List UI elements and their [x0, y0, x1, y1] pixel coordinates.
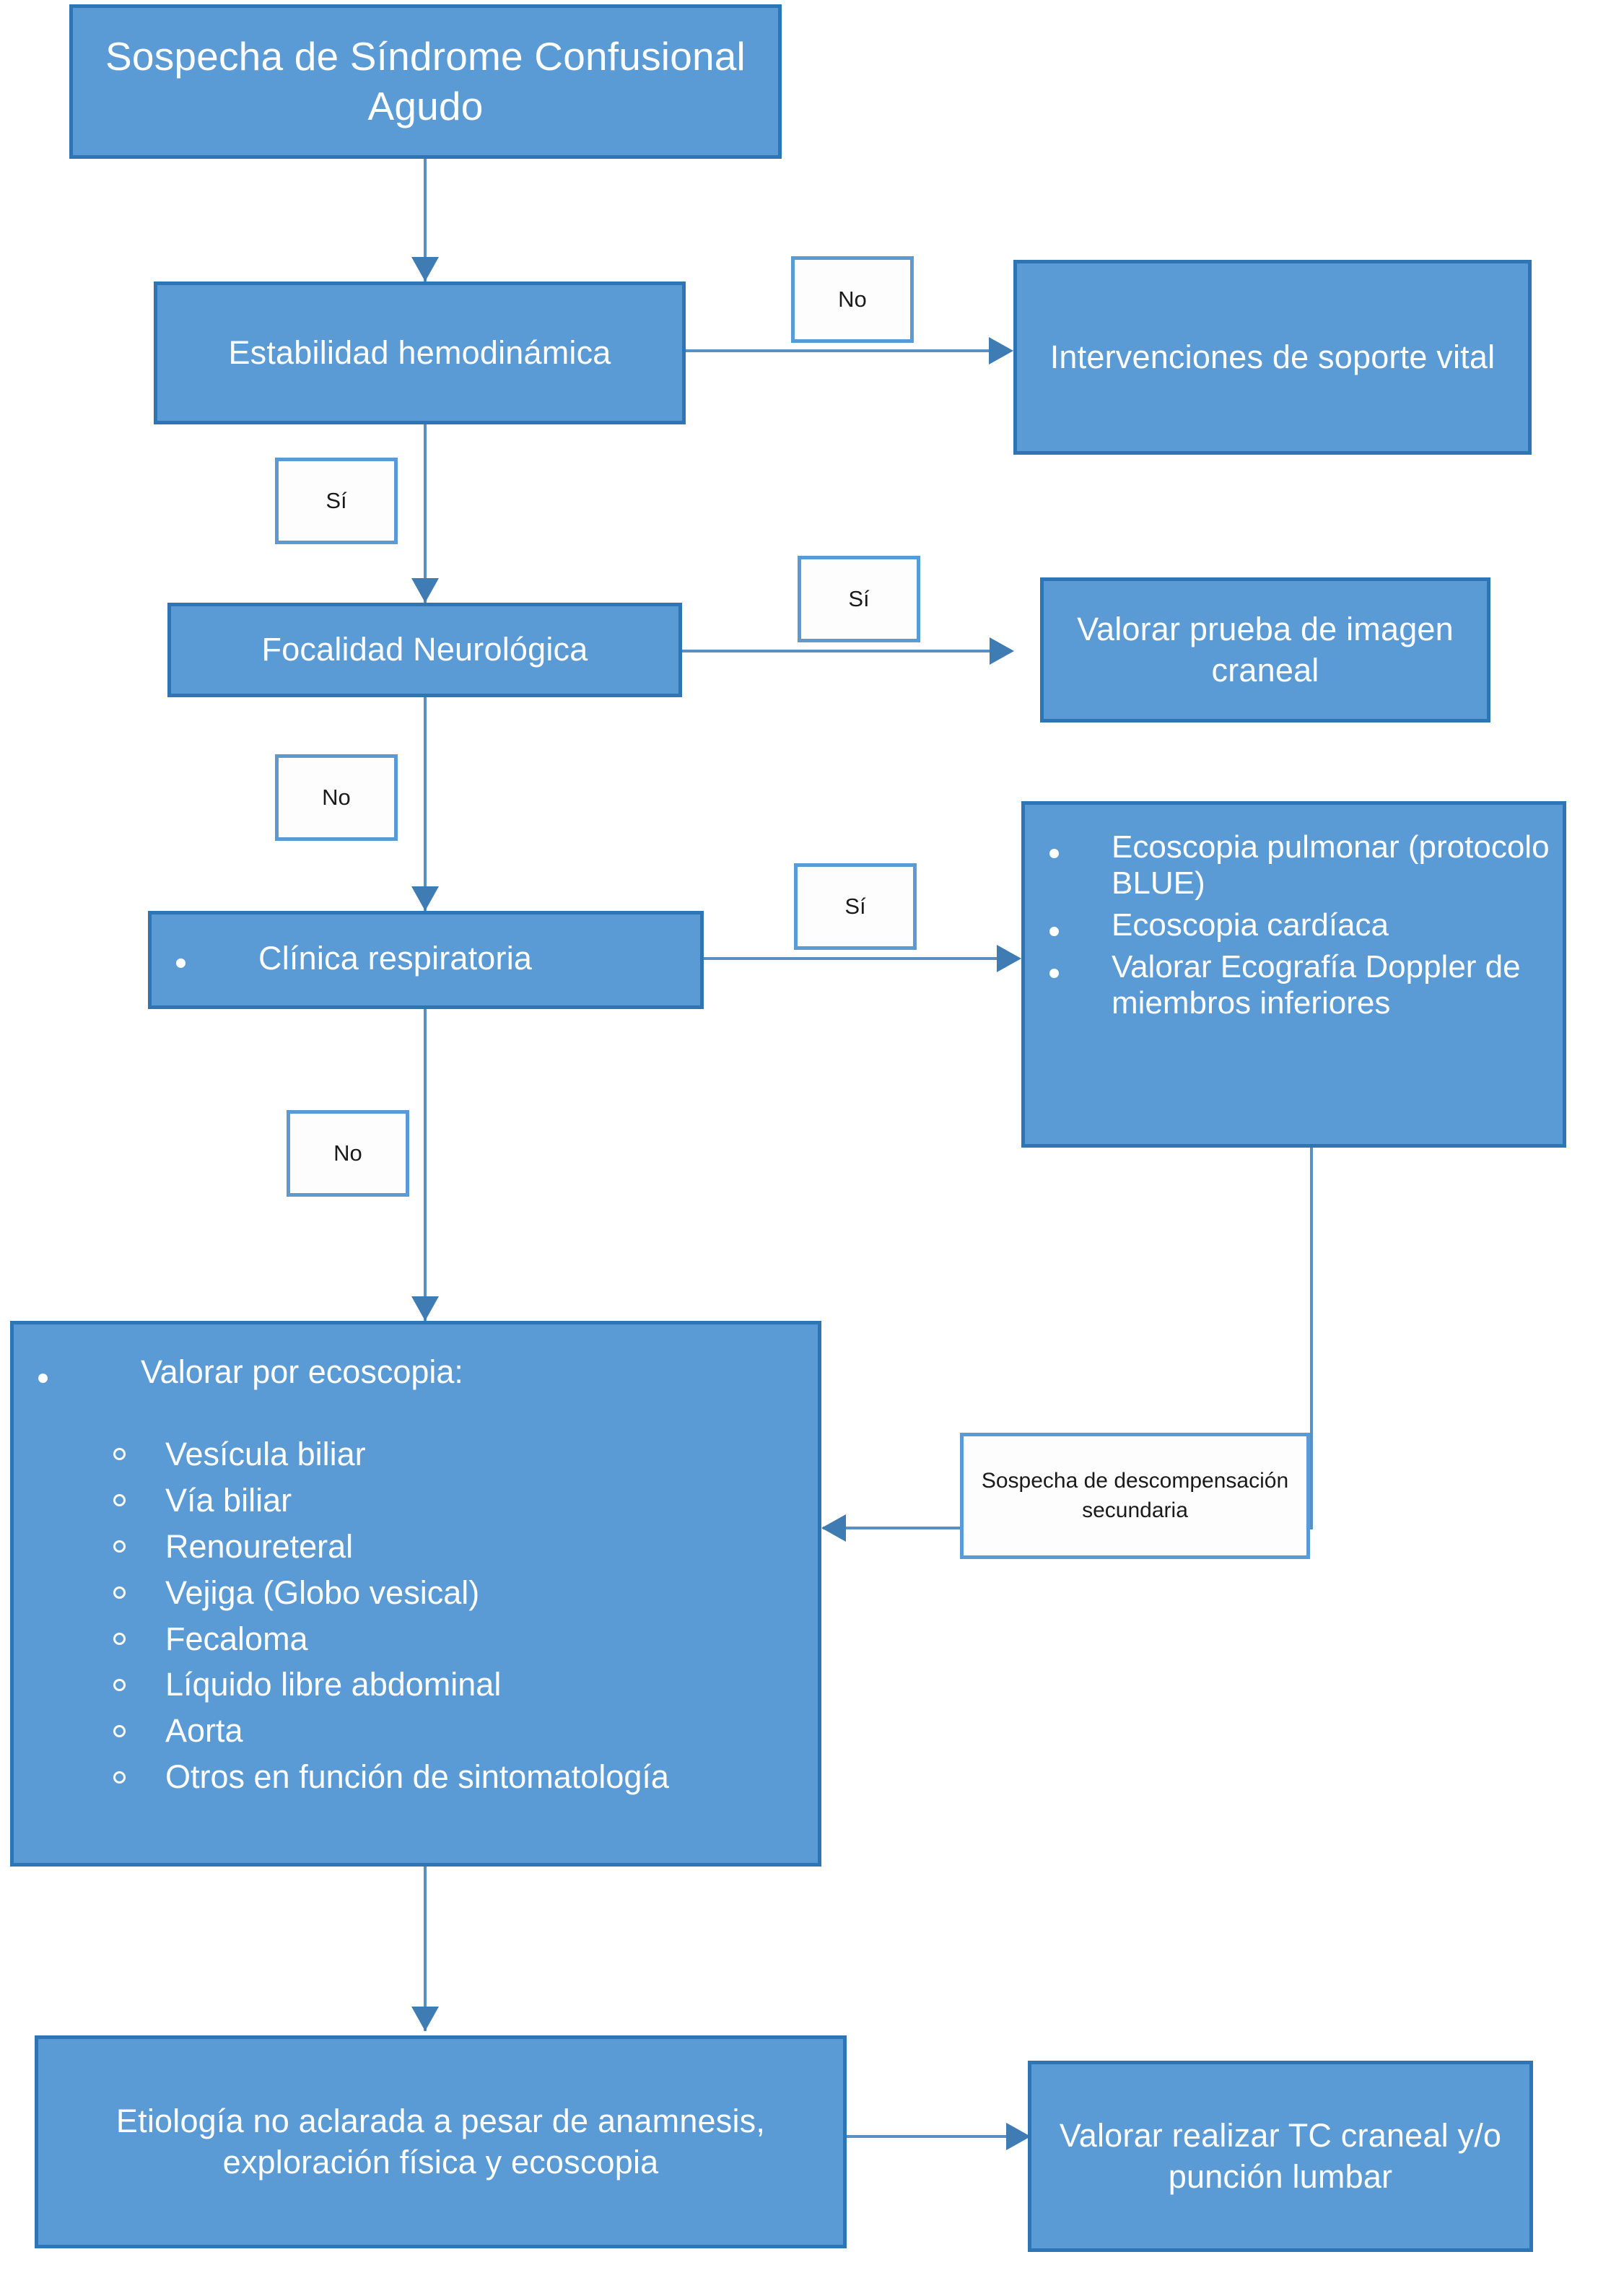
connector-titulo-estabilidad: [424, 159, 427, 281]
arrowhead-etiologia-tc: [1006, 2123, 1031, 2150]
list-item: Vía biliar: [14, 1477, 818, 1524]
ecoscopia-respiratoria-list: Ecoscopia pulmonar (protocolo BLUE) Ecos…: [1025, 829, 1563, 1024]
list-item: Fecaloma: [14, 1616, 818, 1662]
edge-label-text: Sí: [326, 488, 347, 513]
node-valorar-prueba-imagen-craneal[interactable]: Valorar prueba de imagen craneal: [1040, 577, 1490, 723]
arrowhead-estabilidad-focalidad: [411, 578, 439, 603]
arrowhead-focalidad-imagen: [990, 637, 1014, 665]
list-item: Vejiga (Globo vesical): [14, 1570, 818, 1616]
edge-label-text: Sí: [844, 894, 866, 919]
arrowhead-focalidad-respiratoria: [411, 886, 439, 911]
edge-label-respiratoria-si: Sí: [794, 863, 917, 950]
connector-estabilidad-focalidad: [424, 424, 427, 603]
list-item: Aorta: [14, 1708, 818, 1754]
arrowhead-respiratoria-ecoscopia: [997, 945, 1021, 972]
edge-label-text: No: [838, 287, 867, 312]
list-item: Vesícula biliar: [14, 1431, 818, 1477]
node-valorar-por-ecoscopia[interactable]: Valorar por ecoscopia: Vesícula biliar V…: [10, 1321, 821, 1867]
connector-respiratoria-ecoscopia: [704, 957, 1000, 960]
connector-estabilidad-soporte: [686, 349, 992, 352]
list-item: Valorar Ecografía Doppler de miembros in…: [1025, 949, 1563, 1021]
valorar-ecoscopia-sublist: Vesícula biliar Vía biliar Renoureteral …: [14, 1431, 818, 1800]
edge-label-estabilidad-no: No: [791, 256, 914, 343]
arrowhead-descompensacion-valorar: [821, 1514, 846, 1542]
connector-ecoscopia-descompensacion-vertical: [1310, 1148, 1313, 1528]
node-etiologia-no-aclarada[interactable]: Etiología no aclarada a pesar de anamnes…: [35, 2035, 847, 2248]
node-valorar-prueba-imagen-craneal-label: Valorar prueba de imagen craneal: [1077, 611, 1454, 689]
list-item-heading: Valorar por ecoscopia:: [14, 1353, 818, 1391]
node-clinica-respiratoria[interactable]: Clínica respiratoria: [148, 911, 704, 1009]
node-valorar-tc-craneal-label: Valorar realizar TC craneal y/o punción …: [1059, 2117, 1502, 2195]
list-item: Clínica respiratoria: [152, 938, 700, 979]
connector-respiratoria-valorar: [424, 1009, 427, 1321]
list-item: Otros en función de sintomatología: [14, 1754, 818, 1800]
edge-label-focalidad-no: No: [275, 754, 398, 841]
edge-label-text: No: [322, 785, 351, 810]
node-sospecha-descompensacion-label: Sospecha de descompensación secundaria: [981, 1469, 1289, 1522]
connector-valorar-etiologia: [424, 1867, 427, 2031]
node-focalidad-neurologica[interactable]: Focalidad Neurológica: [167, 603, 682, 697]
node-sospecha-sindrome[interactable]: Sospecha de Síndrome Confusional Agudo: [69, 4, 782, 159]
list-item: Ecoscopia pulmonar (protocolo BLUE): [1025, 829, 1563, 902]
arrowhead-valorar-etiologia: [411, 2007, 439, 2031]
edge-label-respiratoria-no: No: [287, 1110, 409, 1197]
list-item: Renoureteral: [14, 1524, 818, 1570]
node-sospecha-sindrome-label: Sospecha de Síndrome Confusional Agudo: [105, 34, 746, 128]
edge-label-text: No: [333, 1140, 362, 1166]
node-valorar-tc-craneal[interactable]: Valorar realizar TC craneal y/o punción …: [1028, 2061, 1533, 2252]
edge-label-text: Sí: [848, 586, 870, 611]
list-item: Ecoscopia cardíaca: [1025, 907, 1563, 943]
connector-etiologia-tc: [847, 2135, 1009, 2138]
valorar-ecoscopia-list: Valorar por ecoscopia:: [14, 1353, 818, 1398]
arrowhead-estabilidad-soporte: [989, 337, 1013, 364]
list-item: Líquido libre abdominal: [14, 1662, 818, 1708]
clinica-respiratoria-list: Clínica respiratoria: [152, 938, 700, 982]
connector-focalidad-respiratoria: [424, 697, 427, 911]
connector-focalidad-imagen: [682, 650, 992, 652]
arrowhead-titulo-estabilidad: [411, 257, 439, 281]
node-intervenciones-soporte-vital[interactable]: Intervenciones de soporte vital: [1013, 260, 1532, 455]
node-estabilidad-hemodinamica[interactable]: Estabilidad hemodinámica: [154, 281, 686, 424]
arrowhead-respiratoria-valorar: [411, 1296, 439, 1321]
node-etiologia-no-aclarada-label: Etiología no aclarada a pesar de anamnes…: [115, 2103, 766, 2180]
edge-label-estabilidad-si: Sí: [275, 458, 398, 544]
node-ecoscopia-respiratoria[interactable]: Ecoscopia pulmonar (protocolo BLUE) Ecos…: [1021, 801, 1566, 1148]
node-intervenciones-soporte-vital-label: Intervenciones de soporte vital: [1049, 338, 1496, 375]
node-sospecha-descompensacion[interactable]: Sospecha de descompensación secundaria: [960, 1433, 1310, 1559]
node-estabilidad-hemodinamica-label: Estabilidad hemodinámica: [228, 333, 611, 371]
edge-label-focalidad-si: Sí: [798, 556, 920, 642]
node-focalidad-neurologica-label: Focalidad Neurológica: [261, 631, 588, 668]
